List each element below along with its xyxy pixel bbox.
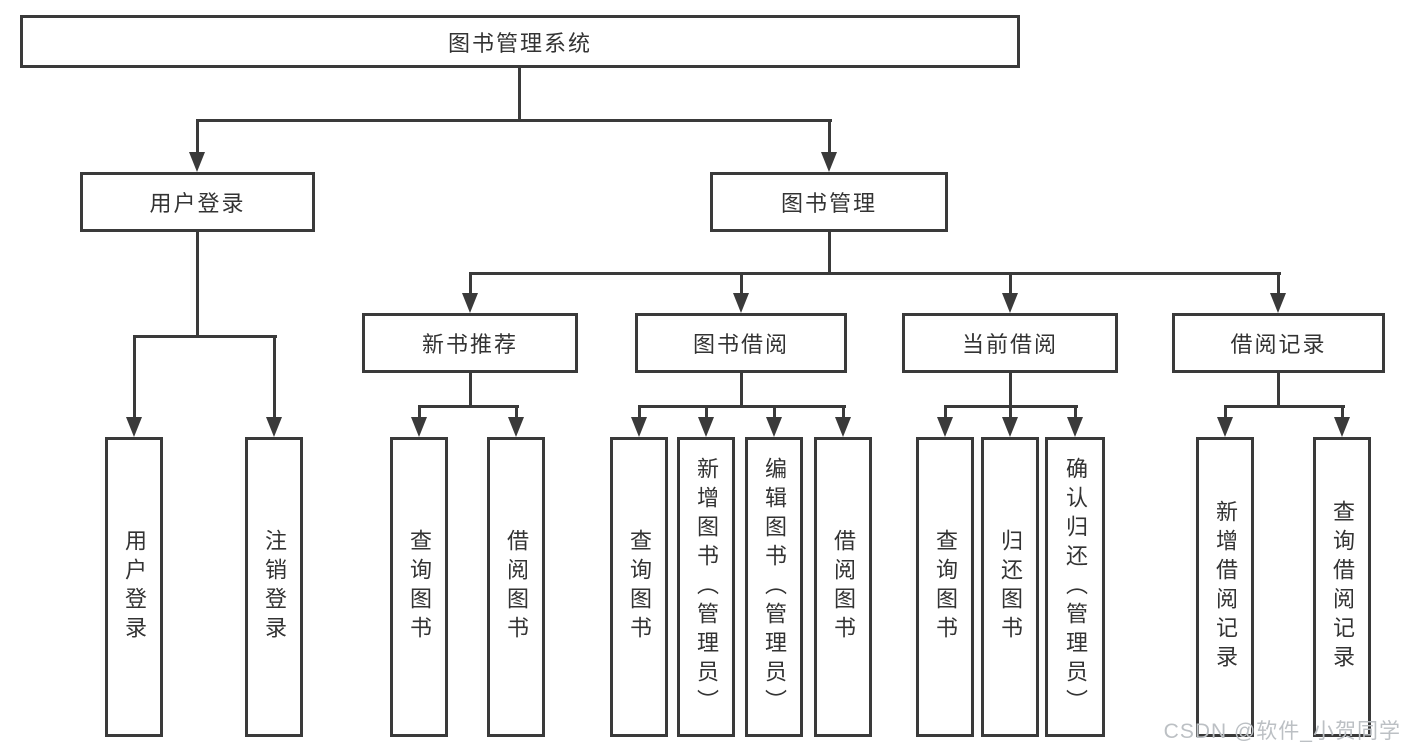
arrow-down-icon xyxy=(937,417,953,437)
arrow-down-icon xyxy=(821,152,837,172)
connector-line-v xyxy=(828,232,831,275)
connector-line-h xyxy=(196,119,832,122)
node-new-book-recommendation: 新书推荐 xyxy=(362,313,578,373)
node-user-login-branch: 用户登录 xyxy=(80,172,315,232)
connector-line-v xyxy=(842,405,845,419)
connector-line-v xyxy=(196,232,199,338)
connector-line-v xyxy=(740,373,743,407)
arrow-down-icon xyxy=(766,417,782,437)
arrow-down-icon xyxy=(1270,293,1286,313)
connector-line-v xyxy=(273,335,276,417)
arrow-down-icon xyxy=(1002,417,1018,437)
leaf-user-login: 用户登录 xyxy=(105,437,163,737)
leaf-records-query-record: 查询借阅记录 xyxy=(1313,437,1371,737)
connector-line-h xyxy=(418,405,519,408)
leaf-current-confirm-return-admin: 确认归还（管理员） xyxy=(1045,437,1105,737)
csdn-watermark: CSDN @软件_小贺同学 xyxy=(1163,720,1401,743)
leaf-borrow-add-books-admin: 新增图书（管理员） xyxy=(677,437,735,737)
connector-line-v xyxy=(1341,405,1344,419)
leaf-logout: 注销登录 xyxy=(245,437,303,737)
node-book-borrowing: 图书借阅 xyxy=(635,313,847,373)
leaf-recommend-query-books: 查询图书 xyxy=(390,437,448,737)
arrow-down-icon xyxy=(1067,417,1083,437)
arrow-down-icon xyxy=(631,417,647,437)
connector-line-v xyxy=(196,119,199,152)
arrow-down-icon xyxy=(508,417,524,437)
arrow-down-icon xyxy=(126,417,142,437)
connector-line-h xyxy=(469,272,1281,275)
arrow-down-icon xyxy=(411,417,427,437)
connector-line-v xyxy=(773,405,776,419)
connector-line-h xyxy=(638,405,846,408)
arrow-down-icon xyxy=(733,293,749,313)
arrow-down-icon xyxy=(1334,417,1350,437)
connector-line-v xyxy=(418,405,421,419)
connector-line-v xyxy=(133,335,136,417)
connector-line-v xyxy=(1009,373,1012,407)
connector-line-v xyxy=(515,405,518,419)
arrow-down-icon xyxy=(462,293,478,313)
node-book-management-system: 图书管理系统 xyxy=(20,15,1020,68)
connector-line-v xyxy=(828,119,831,152)
connector-line-v xyxy=(469,272,472,296)
connector-line-v xyxy=(1009,405,1012,419)
connector-line-v xyxy=(518,68,521,122)
connector-line-v xyxy=(740,272,743,296)
connector-line-v xyxy=(1277,272,1280,296)
leaf-recommend-borrow-books: 借阅图书 xyxy=(487,437,545,737)
arrow-down-icon xyxy=(1217,417,1233,437)
connector-line-h xyxy=(133,335,277,338)
arrow-down-icon xyxy=(189,152,205,172)
arrow-down-icon xyxy=(266,417,282,437)
node-book-management: 图书管理 xyxy=(710,172,948,232)
connector-line-h xyxy=(1224,405,1345,408)
connector-line-v xyxy=(469,373,472,407)
connector-line-v xyxy=(1074,405,1077,419)
node-borrowing-records: 借阅记录 xyxy=(1172,313,1385,373)
leaf-current-query-books: 查询图书 xyxy=(916,437,974,737)
leaf-borrow-query-books: 查询图书 xyxy=(610,437,668,737)
connector-line-v xyxy=(1009,272,1012,296)
arrow-down-icon xyxy=(1002,293,1018,313)
arrow-down-icon xyxy=(698,417,714,437)
leaf-records-add-record: 新增借阅记录 xyxy=(1196,437,1254,737)
connector-line-v xyxy=(705,405,708,419)
connector-line-v xyxy=(638,405,641,419)
connector-line-v xyxy=(1277,373,1280,407)
connector-line-v xyxy=(944,405,947,419)
node-current-borrowing: 当前借阅 xyxy=(902,313,1118,373)
connector-line-v xyxy=(1224,405,1227,419)
leaf-current-return-books: 归还图书 xyxy=(981,437,1039,737)
leaf-borrow-edit-books-admin: 编辑图书（管理员） xyxy=(745,437,803,737)
leaf-borrow-borrow-books: 借阅图书 xyxy=(814,437,872,737)
arrow-down-icon xyxy=(835,417,851,437)
